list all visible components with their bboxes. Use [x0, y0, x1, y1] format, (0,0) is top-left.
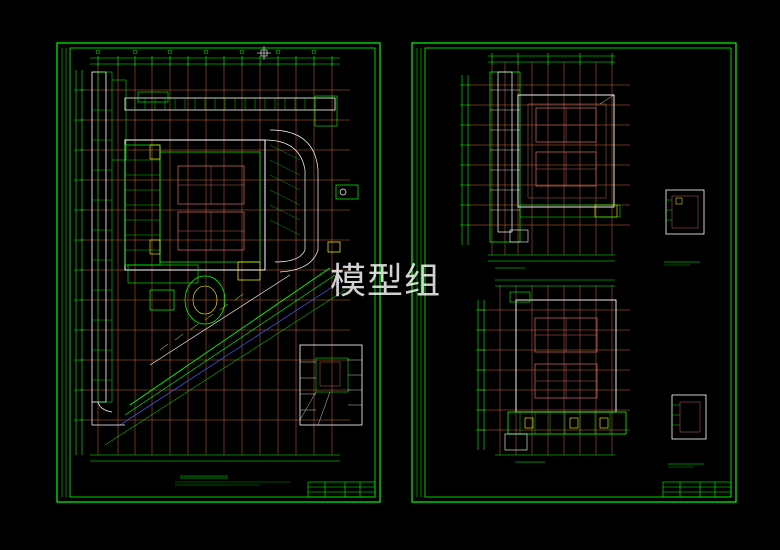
- right-sheet-inner-border: [424, 47, 732, 498]
- south-west-edge: [91, 401, 125, 426]
- left-sheet: [56, 42, 381, 503]
- lower-floor-plan: [476, 279, 630, 456]
- axis-grid-left: [80, 63, 350, 455]
- right-title-block: [662, 481, 732, 498]
- upper-floor-plan: [460, 53, 630, 262]
- left-sheet-border: [56, 42, 381, 503]
- left-plan-caption: [175, 475, 290, 486]
- detail-inset: [299, 344, 363, 426]
- right-sheet: [411, 42, 737, 503]
- court-block: [124, 139, 266, 271]
- north-building: [124, 91, 338, 127]
- axis-bubbles-left: [95, 49, 317, 55]
- crosshair-marker: [257, 46, 271, 60]
- stair-detail-b: [668, 394, 707, 468]
- right-sheet-border: [411, 42, 737, 503]
- left-sheet-inner-border: [69, 47, 376, 498]
- courtyard-road: [264, 129, 319, 273]
- east-pavilion: [327, 184, 359, 253]
- stair-detail-a: [664, 189, 705, 266]
- diagonal-road: [104, 267, 346, 446]
- west-wing: [91, 71, 127, 403]
- watermark: 模型组: [330, 261, 442, 302]
- dimension-lines-left: [74, 56, 340, 462]
- entrance-rotunda: [127, 261, 261, 325]
- left-title-block: [307, 481, 376, 498]
